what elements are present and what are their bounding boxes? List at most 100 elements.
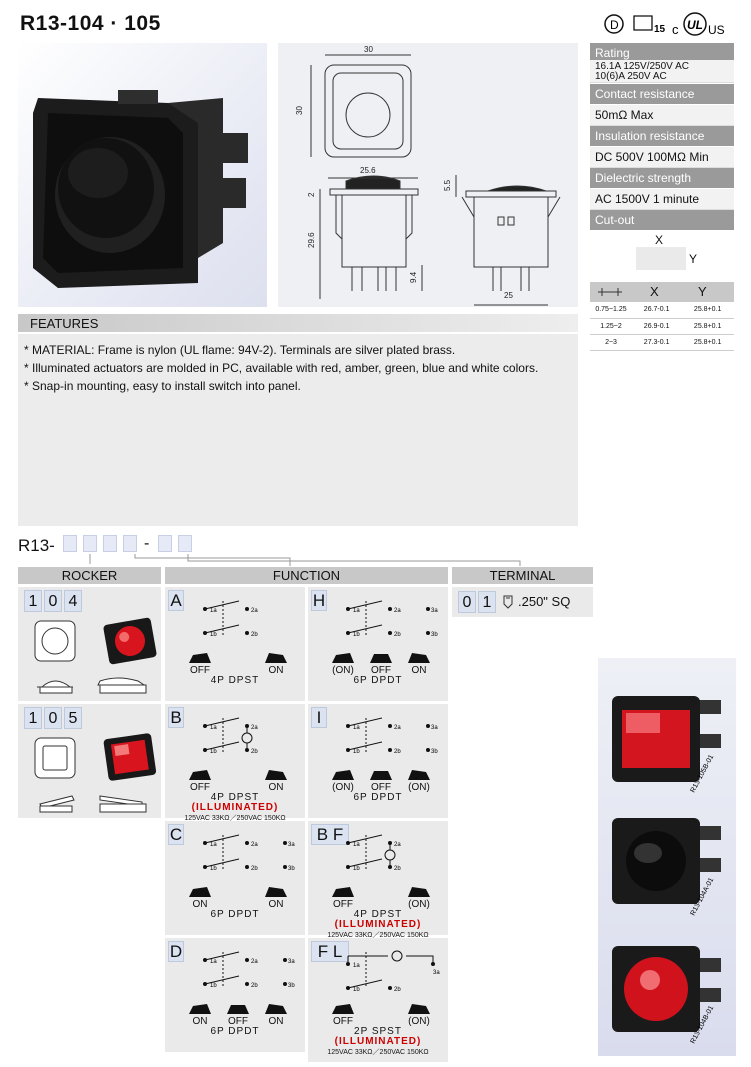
svg-text:2b: 2b bbox=[251, 866, 258, 872]
pn-slot bbox=[103, 535, 117, 552]
svg-text:1b: 1b bbox=[353, 749, 360, 755]
switch-state-label: (ON) bbox=[332, 782, 354, 793]
cul-us: US bbox=[708, 23, 725, 37]
switch-state-label: (ON) bbox=[408, 899, 430, 910]
svg-text:2a: 2a bbox=[251, 842, 258, 848]
dim-9-4: 9.4 bbox=[409, 271, 418, 283]
terminal-01: 0 1 .250" SQ bbox=[452, 587, 593, 617]
pn-slot bbox=[123, 535, 137, 552]
svg-text:1b: 1b bbox=[210, 983, 217, 989]
cul-c: c bbox=[672, 22, 679, 37]
svg-text:1a: 1a bbox=[210, 608, 217, 614]
svg-text:1b: 1b bbox=[353, 632, 360, 638]
feature-item: * Snap-in mounting, easy to install swit… bbox=[24, 379, 301, 393]
svg-text:3b: 3b bbox=[288, 866, 295, 872]
rocker-position-icon bbox=[370, 771, 392, 780]
svg-text:2b: 2b bbox=[394, 987, 401, 993]
col-x: X bbox=[650, 284, 659, 299]
function-name: 6P DPDT bbox=[210, 1026, 260, 1037]
switch-state-label: (ON) bbox=[408, 782, 430, 793]
dim-29-6: 29.6 bbox=[307, 232, 316, 248]
switch-state-label: ON bbox=[268, 899, 284, 910]
dim-width-25-6: 25.6 bbox=[360, 166, 376, 175]
svg-text:2a: 2a bbox=[394, 608, 401, 614]
switch-state-label: ON bbox=[192, 1016, 208, 1027]
rocker-position-icon bbox=[332, 887, 354, 897]
rocker-position-icon bbox=[408, 887, 430, 897]
function-code: C bbox=[168, 824, 184, 845]
enec-mark-icon bbox=[633, 15, 653, 31]
features-heading: FEATURES bbox=[18, 314, 578, 332]
svg-text:2b: 2b bbox=[251, 632, 258, 638]
product-photo bbox=[18, 43, 267, 307]
part-number-prefix: R13- bbox=[18, 536, 55, 555]
spec-dielectric-value: AC 1500V 1 minute bbox=[590, 189, 734, 210]
switch-photo-104a: R13-104A-01 bbox=[612, 818, 721, 917]
function-name: 6P DPDT bbox=[353, 792, 403, 803]
resistor-note: 125VAC 33KΩ／250VAC 150KΩ bbox=[327, 932, 429, 939]
illuminated-label: (ILLUMINATED) bbox=[334, 1036, 422, 1047]
switch-state-label: (ON) bbox=[408, 1016, 430, 1027]
switch-state-label: ON bbox=[268, 1016, 284, 1027]
features-list: * MATERIAL: Frame is nylon (UL flame: 94… bbox=[18, 334, 578, 526]
svg-text:2a: 2a bbox=[394, 842, 401, 848]
d-mark-icon bbox=[604, 14, 624, 34]
svg-text:2b: 2b bbox=[394, 866, 401, 872]
rocker-position-icon bbox=[189, 770, 211, 780]
svg-text:1b: 1b bbox=[210, 866, 217, 872]
function-code: H bbox=[311, 590, 327, 611]
svg-text:3a: 3a bbox=[431, 725, 438, 731]
switch-state-label: ON bbox=[268, 782, 284, 793]
function-code: A bbox=[168, 590, 184, 611]
illuminated-label: (ILLUMINATED) bbox=[191, 802, 279, 813]
cutout-y-label: Y bbox=[689, 252, 698, 266]
svg-text:3a: 3a bbox=[433, 970, 440, 976]
spec-contact-value: 50mΩ Max bbox=[590, 105, 734, 126]
rocker-position-icon bbox=[332, 770, 354, 780]
switch-state-label: OFF bbox=[371, 665, 391, 676]
col-function: FUNCTION bbox=[165, 567, 448, 584]
function-name: 4P DPST bbox=[210, 792, 260, 803]
rocker-position-icon bbox=[332, 1004, 354, 1014]
dim-height-30: 30 bbox=[295, 106, 304, 115]
cutout-x-label: X bbox=[655, 233, 664, 247]
svg-text:1b: 1b bbox=[210, 749, 217, 755]
function-code: B F bbox=[311, 824, 349, 845]
dim-2: 2 bbox=[307, 192, 316, 197]
page-title: R13-104 · 105 bbox=[20, 12, 161, 35]
d-mark-text: D bbox=[610, 18, 619, 32]
function-code: F L bbox=[311, 941, 349, 962]
switch-photo-104b: R13-104B-01 bbox=[612, 946, 721, 1045]
rocker-position-icon bbox=[189, 1004, 211, 1014]
cutout-square bbox=[636, 247, 686, 270]
pn-dash: - bbox=[144, 535, 150, 552]
cutout-table-head: X Y bbox=[590, 282, 734, 302]
col-rocker: ROCKER bbox=[18, 567, 161, 584]
rocker-position-icon bbox=[265, 653, 287, 663]
svg-text:UL: UL bbox=[687, 18, 703, 32]
svg-text:3b: 3b bbox=[431, 749, 438, 755]
spec-cutout-head: Cut-out bbox=[590, 210, 734, 230]
svg-text:2b: 2b bbox=[394, 632, 401, 638]
rocker-104-drawings bbox=[34, 617, 157, 694]
pn-leader-lines bbox=[89, 554, 521, 566]
switch-state-label: OFF bbox=[333, 899, 353, 910]
svg-text:3a: 3a bbox=[288, 842, 295, 848]
rocker-position-icon bbox=[189, 653, 211, 663]
switch-state-label: OFF bbox=[190, 782, 210, 793]
svg-text:1a: 1a bbox=[210, 725, 217, 731]
product-photos-color: R13-105B-01 R13-104A-01 R13-104B-01 bbox=[598, 658, 736, 1056]
dim-5-5: 5.5 bbox=[443, 179, 452, 191]
svg-text:2a: 2a bbox=[251, 959, 258, 965]
